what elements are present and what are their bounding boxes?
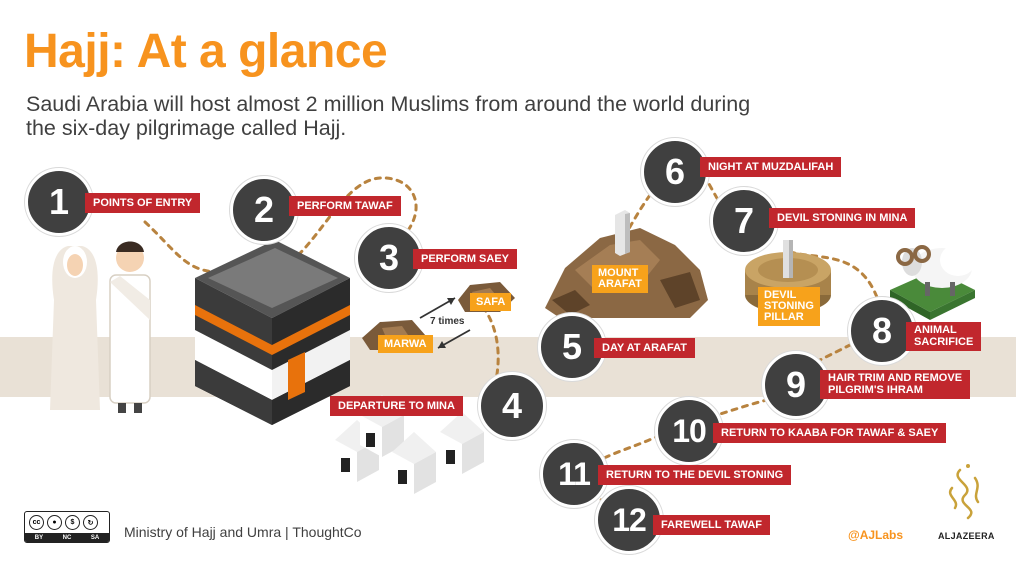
step-8-label-line-2: SACRIFICE: [914, 335, 974, 348]
saey-arrows-icon: [419, 297, 471, 349]
cc-by-label: BY: [34, 535, 44, 541]
source-credit: Ministry of Hajj and Umra | ThoughtCo: [124, 524, 362, 540]
subtitle-line-1: Saudi Arabia will host almost 2 million …: [26, 92, 751, 116]
page-title: Hajj: At a glance: [24, 25, 388, 78]
subtitle-line-2: the six-day pilgrimage called Hajj.: [26, 116, 347, 140]
step-7-circle: 7: [710, 187, 778, 255]
step-6-circle: 6: [641, 138, 709, 206]
cc-license-terms: BY NC SA: [25, 533, 109, 542]
arafat-tag: MOUNT ARAFAT: [592, 265, 648, 293]
step-2-label: PERFORM TAWAF: [289, 196, 401, 216]
marwa-tag: MARWA: [378, 335, 433, 353]
step-12-label: FAREWELL TAWAF: [653, 515, 771, 535]
step-7-label: DEVIL STONING IN MINA: [769, 208, 916, 228]
step-8-label: ANIMAL SACRIFICE: [906, 322, 982, 351]
ajlabs-handle: @AJLabs: [848, 528, 904, 542]
tent-icon: [335, 395, 484, 494]
step-2-circle: 2: [230, 176, 298, 244]
step-9-circle: 9: [762, 351, 830, 419]
cc-nc-label: NC: [62, 535, 72, 541]
step-11-label: RETURN TO THE DEVIL STONING: [598, 465, 792, 485]
pillar-tag-line-1: DEVIL: [764, 289, 797, 301]
cc-nc-icon: $: [65, 515, 80, 530]
pilgrim-man-icon: [109, 241, 151, 413]
step-10-circle: 10: [655, 397, 723, 465]
step-9-label: HAIR TRIM AND REMOVE PILGRIM'S IHRAM: [820, 370, 971, 399]
step-6-label: NIGHT AT MUZDALIFAH: [700, 157, 842, 177]
step-4-label: DEPARTURE TO MINA: [330, 396, 463, 416]
pillar-tag-line-3: PILLAR: [764, 311, 804, 323]
step-8-label-line-1: ANIMAL: [914, 324, 957, 336]
arafat-tag-line-1: MOUNT: [598, 267, 639, 279]
arafat-tag-line-2: ARAFAT: [598, 278, 642, 290]
step-4-circle: 4: [478, 372, 546, 440]
aljazeera-wordmark: ALJAZEERA: [938, 531, 995, 541]
pillar-tag: DEVIL STONING PILLAR: [758, 287, 820, 326]
step-10-label: RETURN TO KAABA FOR TAWAF & SAEY: [713, 423, 947, 443]
mount-arafat-icon: [545, 210, 708, 318]
cc-by-icon: ●: [47, 515, 62, 530]
step-3-label: PERFORM SAEY: [413, 249, 518, 269]
pillar-tag-line-2: STONING: [764, 300, 814, 312]
page-subtitle: Saudi Arabia will host almost 2 million …: [26, 92, 966, 140]
cc-license-symbols: cc ● $ ↻: [25, 512, 109, 533]
step-8-circle: 8: [848, 297, 916, 365]
sheep-icon: [890, 244, 976, 320]
dotted-route: [143, 173, 882, 507]
pilgrim-woman-icon: [50, 246, 100, 410]
cc-sa-label: SA: [90, 535, 100, 541]
cc-sa-icon: ↻: [83, 515, 98, 530]
cc-circle-icon: cc: [29, 515, 44, 530]
aljazeera-logo-icon: [948, 464, 980, 520]
safa-tag: SAFA: [470, 293, 512, 311]
kaaba-icon: [195, 240, 350, 425]
saey-count: 7 times: [430, 316, 465, 327]
step-1-circle: 1: [25, 168, 93, 236]
cc-license-icon: cc ● $ ↻ BY NC SA: [24, 511, 110, 543]
step-1-label: POINTS OF ENTRY: [85, 193, 201, 213]
step-9-label-line-2: PILGRIM'S IHRAM: [828, 383, 923, 396]
step-5-label: DAY AT ARAFAT: [594, 338, 695, 358]
step-9-label-line-1: HAIR TRIM AND REMOVE: [828, 372, 963, 384]
